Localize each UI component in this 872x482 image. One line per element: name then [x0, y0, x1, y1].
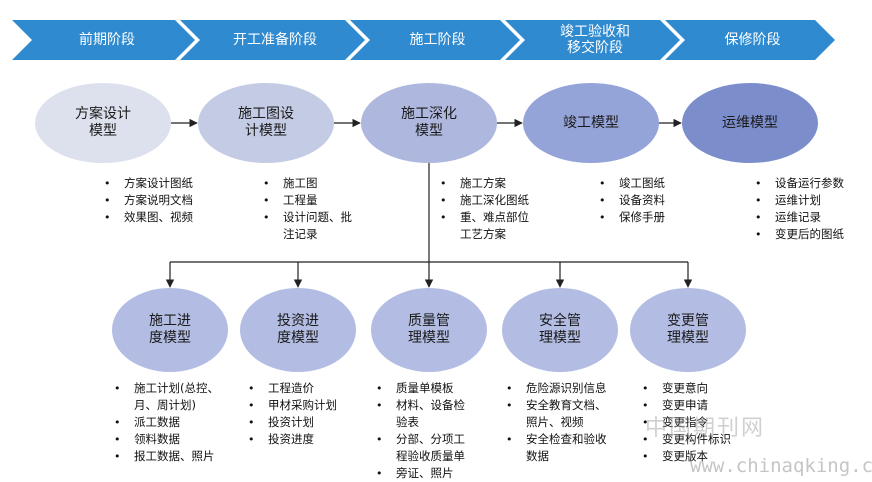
model-label-investment: 投资进 度模型 — [277, 313, 319, 346]
list-item: 施工图 — [259, 175, 352, 192]
list-item: 变更后的图纸 — [751, 226, 844, 243]
list-item: 领料数据 — [110, 431, 219, 448]
list-item: 甲材采购计划 — [244, 397, 337, 414]
list-item: 投资计划 — [244, 414, 337, 431]
model-label-safety: 安全管 理模型 — [539, 313, 581, 346]
list-item: 工程造价 — [244, 380, 337, 397]
list-item: 分部、分项工 程验收质量单 — [372, 431, 465, 465]
model-ellipse-construction-drawing — [198, 83, 334, 163]
bottom-items-schedule: 施工计划(总控、 月、周计划) 派工数据 领料数据 报工数据、照片 — [110, 380, 219, 465]
list-item: 竣工图纸 — [595, 175, 665, 192]
list-item: 运维计划 — [751, 192, 844, 209]
list-item: 保修手册 — [595, 209, 665, 226]
list-item: 质量单模板 — [372, 380, 465, 397]
model-ellipse-operation — [682, 83, 818, 163]
list-item: 投资进度 — [244, 431, 337, 448]
list-item: 设备运行参数 — [751, 175, 844, 192]
model-label-operation: 运维模型 — [722, 114, 778, 131]
model-ellipse-investment — [240, 288, 356, 372]
model-ellipse-deepening — [361, 83, 497, 163]
phase-label-4: 竣工验收和 移交阶段 — [560, 24, 630, 56]
top-items-construction-drawing: 施工图 工程量 设计问题、批 注记录 — [259, 175, 352, 243]
list-item: 安全教育文档、 照片、视频 — [502, 397, 607, 431]
phase-chevron-3 — [350, 20, 520, 60]
list-item: 变更申请 — [638, 397, 731, 414]
list-item: 重、难点部位 工艺方案 — [436, 209, 529, 243]
bottom-items-safety: 危险源识别信息 安全教育文档、 照片、视频 安全检查和验收 数据 — [502, 380, 607, 465]
list-item: 安全检查和验收 数据 — [502, 431, 607, 465]
phase-label-5: 保修阶段 — [724, 32, 781, 48]
model-label-scheme: 方案设计 模型 — [75, 106, 131, 139]
list-item: 材料、设备检 验表 — [372, 397, 465, 431]
phase-label-3: 施工阶段 — [409, 32, 466, 48]
list-item: 施工深化图纸 — [436, 192, 529, 209]
list-item: 工程量 — [259, 192, 352, 209]
top-items-operation: 设备运行参数 运维计划 运维记录 变更后的图纸 — [751, 175, 844, 243]
model-label-deepening: 施工深化 模型 — [401, 106, 457, 139]
list-item: 方案设计图纸 — [100, 175, 193, 192]
model-ellipse-completion — [523, 83, 659, 163]
list-item: 变更意向 — [638, 380, 731, 397]
list-item: 旁证、照片 — [372, 465, 465, 482]
list-item: 变更指令 — [638, 414, 731, 431]
list-item: 派工数据 — [110, 414, 219, 431]
list-item: 变更版本 — [638, 448, 731, 465]
phase-chevron-4 — [505, 20, 680, 60]
list-item: 设计问题、批 注记录 — [259, 209, 352, 243]
model-ellipse-quality — [371, 288, 487, 372]
bottom-items-quality: 质量单模板 材料、设备检 验表 分部、分项工 程验收质量单 旁证、照片 — [372, 380, 465, 482]
model-label-change: 变更管 理模型 — [667, 313, 709, 346]
list-item: 效果图、视频 — [100, 209, 193, 226]
phase-chevron-1 — [12, 20, 195, 60]
watermark-url: www.chinaqking.com — [690, 455, 872, 477]
model-label-construction-drawing: 施工图设 计模型 — [238, 106, 294, 139]
model-ellipse-safety — [502, 288, 618, 372]
model-ellipse-change — [630, 288, 746, 372]
top-items-deepening: 施工方案 施工深化图纸 重、难点部位 工艺方案 — [436, 175, 529, 243]
model-label-schedule: 施工进 度模型 — [149, 313, 191, 346]
bottom-items-investment: 工程造价 甲材采购计划 投资计划 投资进度 — [244, 380, 337, 448]
phase-label-2: 开工准备阶段 — [233, 32, 317, 48]
model-ellipse-schedule — [112, 288, 228, 372]
top-items-scheme: 方案设计图纸 方案说明文档 效果图、视频 — [100, 175, 193, 226]
phase-chevron-5 — [665, 20, 835, 60]
list-item: 设备资料 — [595, 192, 665, 209]
list-item: 报工数据、照片 — [110, 448, 219, 465]
list-item: 方案说明文档 — [100, 192, 193, 209]
list-item: 施工方案 — [436, 175, 529, 192]
top-items-completion: 竣工图纸 设备资料 保修手册 — [595, 175, 665, 226]
phase-chevron-2 — [180, 20, 365, 60]
model-label-quality: 质量管 理模型 — [408, 313, 450, 346]
list-item: 变更构件标识 — [638, 431, 731, 448]
model-label-completion: 竣工模型 — [563, 114, 619, 131]
model-ellipse-scheme — [35, 83, 171, 163]
list-item: 危险源识别信息 — [502, 380, 607, 397]
watermark-cn: 中国期刊网 — [645, 416, 766, 441]
bottom-items-change: 变更意向 变更申请 变更指令 变更构件标识 变更版本 — [638, 380, 731, 465]
list-item: 运维记录 — [751, 209, 844, 226]
list-item: 施工计划(总控、 月、周计划) — [110, 380, 219, 414]
phase-label-1: 前期阶段 — [79, 32, 135, 48]
